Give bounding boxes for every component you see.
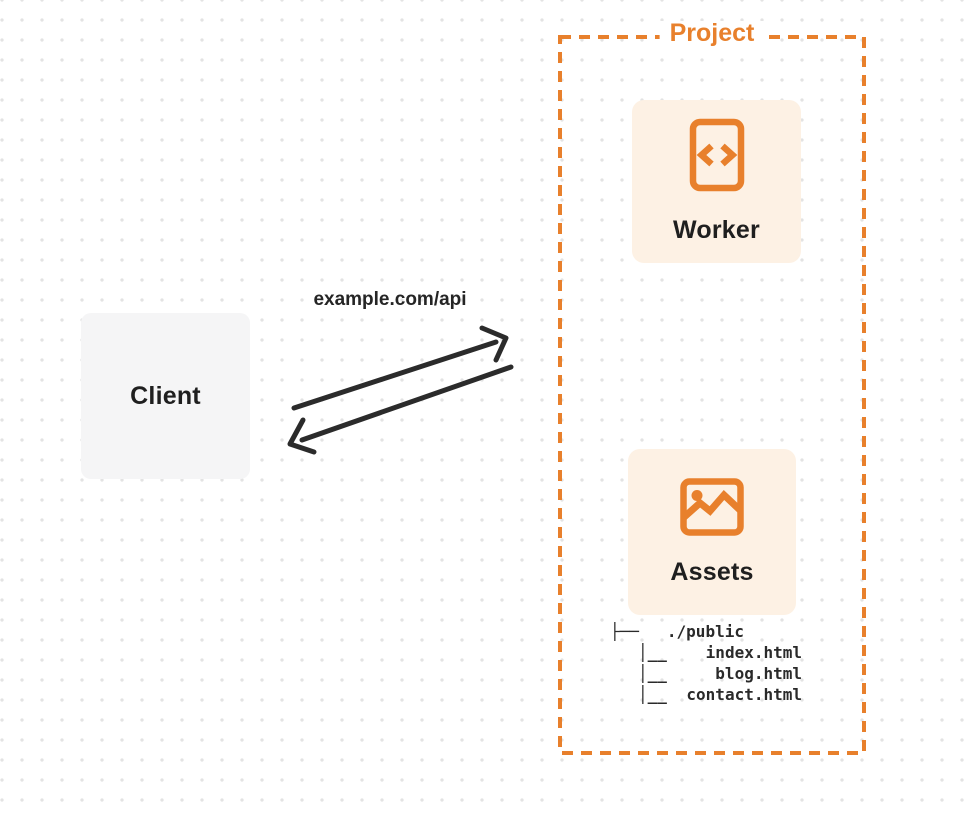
project-label: Project bbox=[659, 21, 765, 46]
assets-label: Assets bbox=[670, 557, 754, 586]
tree-branch-glyph: │__ bbox=[638, 664, 667, 683]
client-node: Client bbox=[81, 313, 250, 479]
tree-root-name: ./public bbox=[666, 622, 744, 641]
tree-file-name: contact.html bbox=[686, 685, 802, 704]
client-label: Client bbox=[130, 381, 201, 410]
tree-row-contact: │__ contact.html bbox=[610, 684, 802, 705]
assets-file-tree: ├── ./public │__ index.html │__ blog.htm… bbox=[610, 621, 802, 705]
tree-file-name: blog.html bbox=[715, 664, 802, 683]
worker-node: Worker bbox=[632, 100, 801, 263]
response-arrow bbox=[287, 364, 514, 455]
tree-file-name: index.html bbox=[705, 643, 802, 662]
image-icon bbox=[680, 477, 744, 536]
tree-row-blog: │__ blog.html bbox=[610, 663, 802, 684]
tree-branch-glyph: │__ bbox=[638, 643, 667, 662]
worker-label: Worker bbox=[673, 216, 760, 244]
tree-branch-glyph: ├── bbox=[610, 622, 639, 641]
request-url-label: example.com/api bbox=[313, 289, 467, 310]
tree-row-index: │__ index.html bbox=[610, 642, 802, 663]
code-document-icon bbox=[689, 118, 745, 192]
tree-branch-glyph: │__ bbox=[638, 685, 667, 704]
request-arrow bbox=[291, 325, 509, 411]
tree-row-public: ├── ./public bbox=[610, 621, 802, 642]
project-group: Project bbox=[556, 21, 868, 757]
assets-node: Assets bbox=[628, 449, 796, 615]
